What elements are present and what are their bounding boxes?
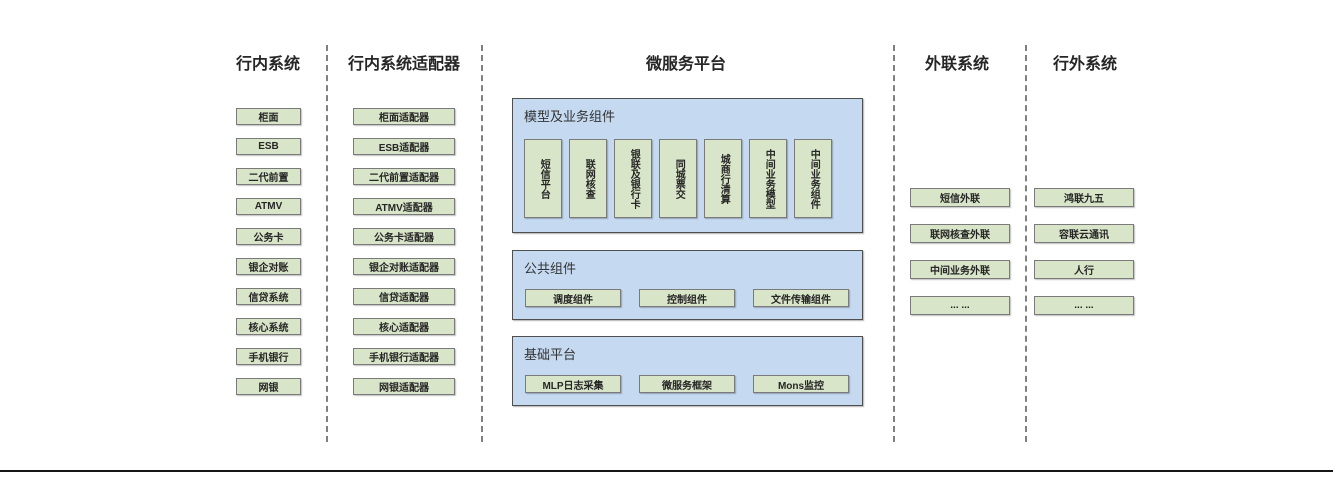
column-header-external-link-systems: 外联系统 — [924, 56, 989, 73]
model-component-box: 中间业务模型 — [749, 139, 787, 218]
column-divider-4 — [1025, 45, 1027, 442]
model-component-box: 城商行清算 — [704, 139, 742, 218]
external-link-system-box: 短信外联 — [910, 188, 1010, 207]
inbank-adapter-box: 网银适配器 — [353, 378, 455, 395]
model-component-box: 中间业务组件 — [794, 139, 832, 218]
inbank-adapter-box: 二代前置适配器 — [353, 168, 455, 185]
column-header-inbank-systems: 行内系统 — [235, 56, 300, 73]
inbank-system-box: 核心系统 — [236, 318, 301, 335]
outside-system-box: 鸿联九五 — [1034, 188, 1134, 207]
inbank-adapter-box: 柜面适配器 — [353, 108, 455, 125]
column-header-outside-systems: 行外系统 — [1052, 56, 1117, 73]
column-header-microservice-platform: 微服务平台 — [645, 56, 726, 73]
external-link-system-box: 联网核查外联 — [910, 224, 1010, 243]
common-components-row: 调度组件控制组件文件传输组件 — [525, 289, 849, 307]
inbank-adapter-box: 信贷适配器 — [353, 288, 455, 305]
inbank-system-box: 网银 — [236, 378, 301, 395]
inbank-adapter-box: 公务卡适配器 — [353, 228, 455, 245]
inbank-system-box: 柜面 — [236, 108, 301, 125]
outside-systems-list: 鸿联九五容联云通讯人行 ... ... — [1034, 188, 1134, 315]
inbank-system-box: 信贷系统 — [236, 288, 301, 305]
inbank-system-box: 二代前置 — [236, 168, 301, 185]
external-link-systems-list: 短信外联联网核查外联中间业务外联 ... ... — [910, 188, 1010, 315]
outside-system-box: ... ... — [1034, 296, 1134, 315]
model-component-box: 同城票交 — [659, 139, 697, 218]
bottom-rule — [0, 470, 1333, 472]
inbank-adapter-box: 银企对账适配器 — [353, 258, 455, 275]
common-component-box: 控制组件 — [639, 289, 735, 307]
external-link-system-box: ... ... — [910, 296, 1010, 315]
model-business-components-row: 短信平台联网核查银联及银行卡同城票交城商行清算中间业务模型中间业务组件 — [524, 139, 832, 218]
inbank-system-box: 公务卡 — [236, 228, 301, 245]
inbank-system-box: ESB — [236, 138, 301, 155]
common-component-box: 文件传输组件 — [753, 289, 849, 307]
base-platform-box: 微服务框架 — [639, 375, 735, 393]
outside-system-box: 人行 — [1034, 260, 1134, 279]
column-divider-3 — [893, 45, 895, 442]
base-platform-row: MLP日志采集微服务框架 Mons监控 — [525, 375, 849, 393]
inbank-adapter-box: 核心适配器 — [353, 318, 455, 335]
inbank-adapters-list: 柜面适配器 ESB适配器二代前置适配器 ATMV适配器公务卡适配器银企对账适配器信贷… — [353, 108, 455, 395]
model-component-box: 银联及银行卡 — [614, 139, 652, 218]
panel-base-platform: 基础平台 MLP日志采集微服务框架 Mons监控 — [512, 336, 863, 406]
base-platform-box: MLP日志采集 — [525, 375, 621, 393]
panel-model-business-components: 模型及业务组件 短信平台联网核查银联及银行卡同城票交城商行清算中间业务模型中间业… — [512, 98, 863, 233]
column-divider-1 — [326, 45, 328, 442]
inbank-system-box: 手机银行 — [236, 348, 301, 365]
panel-title-base-platform: 基础平台 — [524, 347, 577, 362]
inbank-adapter-box: ESB适配器 — [353, 138, 455, 155]
inbank-system-box: 银企对账 — [236, 258, 301, 275]
inbank-systems-list: 柜面 ESB 二代前置 ATMV 公务卡银企对账信贷系统核心系统手机银行网银 — [236, 108, 301, 395]
inbank-adapter-box: 手机银行适配器 — [353, 348, 455, 365]
column-divider-2 — [481, 45, 483, 442]
column-header-inbank-adapters: 行内系统适配器 — [347, 56, 460, 73]
common-component-box: 调度组件 — [525, 289, 621, 307]
panel-common-components: 公共组件 调度组件控制组件文件传输组件 — [512, 250, 863, 320]
panel-title-common-components: 公共组件 — [524, 261, 577, 276]
inbank-system-box: ATMV — [236, 198, 301, 215]
inbank-adapter-box: ATMV适配器 — [353, 198, 455, 215]
panel-title-model-business-components: 模型及业务组件 — [524, 109, 616, 124]
model-component-box: 联网核查 — [569, 139, 607, 218]
base-platform-box: Mons监控 — [753, 375, 849, 393]
external-link-system-box: 中间业务外联 — [910, 260, 1010, 279]
outside-system-box: 容联云通讯 — [1034, 224, 1134, 243]
model-component-box: 短信平台 — [524, 139, 562, 218]
